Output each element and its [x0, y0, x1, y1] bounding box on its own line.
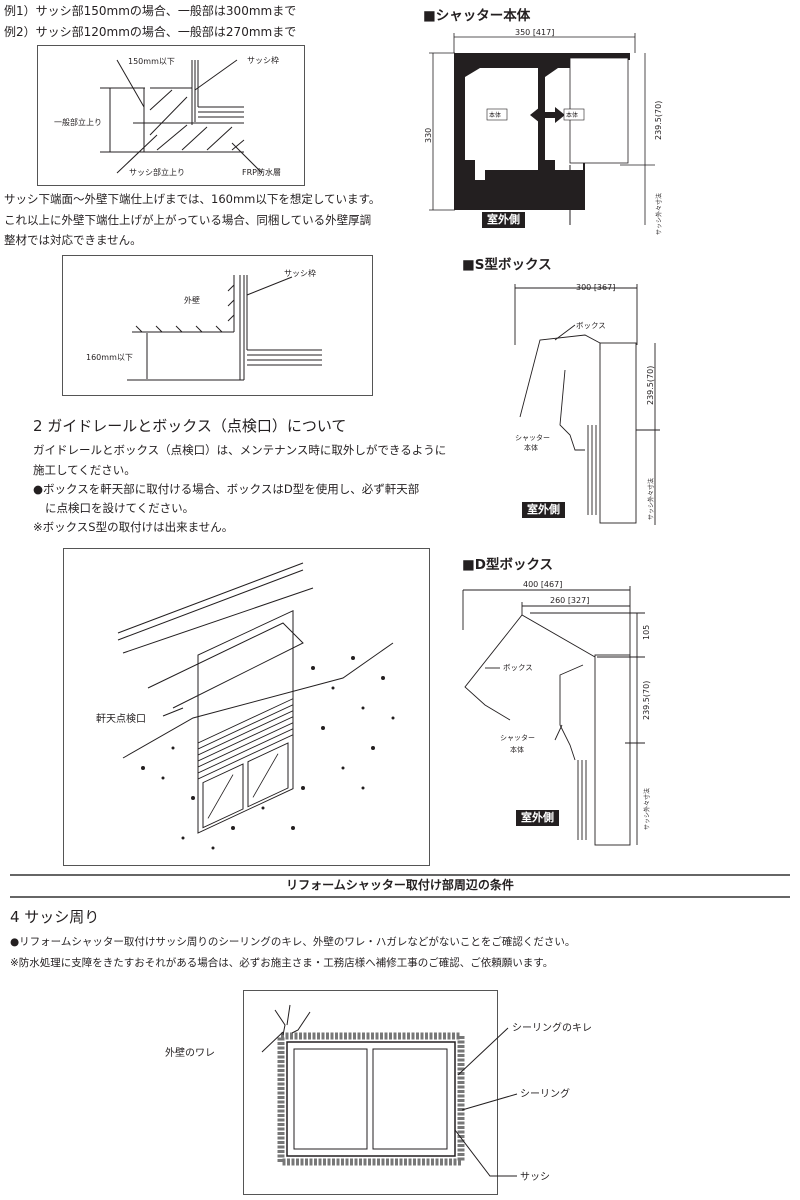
- paragraph-line: サッシ下端面～外壁下端仕上げまでは、160mm以下を想定しています。: [4, 192, 381, 206]
- svg-text:サッシ: サッシ: [520, 1171, 550, 1183]
- svg-text:外壁: 外壁: [184, 295, 200, 305]
- svg-text:軒天点検口: 軒天点検口: [96, 712, 146, 725]
- illustration-soffit-drawing: 軒天点検口: [96, 562, 395, 850]
- svg-text:本体: 本体: [524, 443, 538, 452]
- d-box-title: ■D型ボックス: [462, 557, 554, 573]
- svg-text:ボックス: ボックス: [503, 663, 533, 672]
- condition-line: ※防水処理に支障をきたすおそれがある場合は、必ずお施主さま・工務店様へ補修工事の…: [10, 957, 554, 969]
- paragraph-line: 施工してください。: [33, 463, 136, 477]
- svg-text:本体: 本体: [566, 111, 578, 119]
- shutter-body-drawing: 本体 本体 350 [417] 330 239.5(70) サッシ外々寸法: [424, 28, 663, 235]
- illustration-soffit: [63, 548, 430, 866]
- svg-text:サッシ外々寸法: サッシ外々寸法: [655, 193, 663, 235]
- d-box-drawing: 400 [467] 260 [327] 105 239.5(70) サッシ外々寸…: [462, 580, 651, 846]
- example-2: 例2）サッシ部120mmの場合、一般部は270mmまで: [4, 25, 297, 39]
- figure-sash-rise-drawing: 150mm以下 サッシ枠 一般部立上り サッシ部立上り FRP防水層: [54, 55, 281, 177]
- svg-text:350 [417]: 350 [417]: [515, 28, 554, 37]
- condition-line: ●リフォームシャッター取付けサッシ周りのシーリングのキレ、外壁のワレ・ハガレなど…: [10, 936, 576, 948]
- svg-text:本体: 本体: [510, 745, 524, 754]
- example-1: 例1）サッシ部150mmの場合、一般部は300mmまで: [4, 4, 297, 18]
- svg-text:シャッター: シャッター: [500, 733, 535, 742]
- section-4-heading: 4 サッシ周り: [10, 908, 100, 926]
- svg-text:サッシ枠: サッシ枠: [247, 55, 279, 65]
- figure-wall-bottom: [62, 255, 373, 396]
- svg-text:シャッター: シャッター: [515, 433, 550, 442]
- shutter-body-title: ■シャッター本体: [423, 8, 531, 24]
- svg-text:160mm以下: 160mm以下: [86, 353, 133, 362]
- svg-text:150mm以下: 150mm以下: [128, 57, 175, 66]
- svg-text:FRP防水層: FRP防水層: [242, 167, 281, 177]
- s-box-title: ■S型ボックス: [462, 257, 552, 273]
- svg-text:一般部立上り: 一般部立上り: [54, 117, 102, 127]
- svg-text:239.5(70): 239.5(70): [646, 366, 655, 405]
- svg-text:サッシ外々寸法: サッシ外々寸法: [643, 788, 651, 830]
- divider: [10, 874, 790, 876]
- outdoor-label: 室外側: [522, 502, 565, 518]
- svg-text:シーリングのキレ: シーリングのキレ: [512, 1021, 592, 1034]
- svg-text:サッシ枠: サッシ枠: [284, 268, 316, 278]
- paragraph-line: ガイドレールとボックス（点検口）は、メンテナンス時に取外しができるように: [33, 443, 447, 457]
- svg-text:サッシ外々寸法: サッシ外々寸法: [647, 478, 655, 520]
- figure-wall-bottom-drawing: サッシ枠 外壁 160mm以下: [86, 268, 322, 381]
- svg-text:サッシ部立上り: サッシ部立上り: [129, 167, 185, 177]
- svg-text:400 [467]: 400 [467]: [523, 580, 562, 589]
- svg-text:330: 330: [424, 128, 433, 143]
- conditions-banner: リフォームシャッター取付け部周辺の条件: [286, 878, 514, 892]
- figure-sash-rise: [37, 45, 305, 186]
- svg-text:シーリング: シーリング: [520, 1087, 570, 1100]
- paragraph-line: 整材では対応できません。: [4, 233, 142, 247]
- paragraph-line: ●ボックスを軒天部に取付ける場合、ボックスはD型を使用し、必ず軒天部: [33, 482, 420, 496]
- figure-sash-surroundings: [243, 990, 498, 1195]
- svg-text:239.5(70): 239.5(70): [654, 101, 663, 140]
- svg-text:260 [327]: 260 [327]: [550, 596, 589, 605]
- s-box-drawing: 300 [367] ボックス シャッター 本体 239.5(70) サッシ外々寸…: [514, 283, 660, 525]
- svg-text:239.5(70): 239.5(70): [642, 681, 651, 720]
- outdoor-label: 室外側: [516, 810, 559, 826]
- svg-text:105: 105: [642, 625, 651, 640]
- paragraph-line: に点検口を設けてください。: [45, 501, 195, 515]
- paragraph-line: これ以上に外壁下端仕上げが上がっている場合、同梱している外壁厚調: [4, 213, 372, 227]
- outdoor-label: 室外側: [482, 212, 525, 228]
- divider: [10, 896, 790, 898]
- paragraph-line: ※ボックスS型の取付けは出来ません。: [33, 520, 234, 534]
- svg-text:外壁のワレ: 外壁のワレ: [165, 1046, 215, 1059]
- svg-text:300 [367]: 300 [367]: [576, 283, 615, 292]
- section-2-heading: 2 ガイドレールとボックス（点検口）について: [33, 417, 347, 435]
- svg-text:ボックス: ボックス: [576, 321, 606, 330]
- svg-text:本体: 本体: [489, 111, 501, 119]
